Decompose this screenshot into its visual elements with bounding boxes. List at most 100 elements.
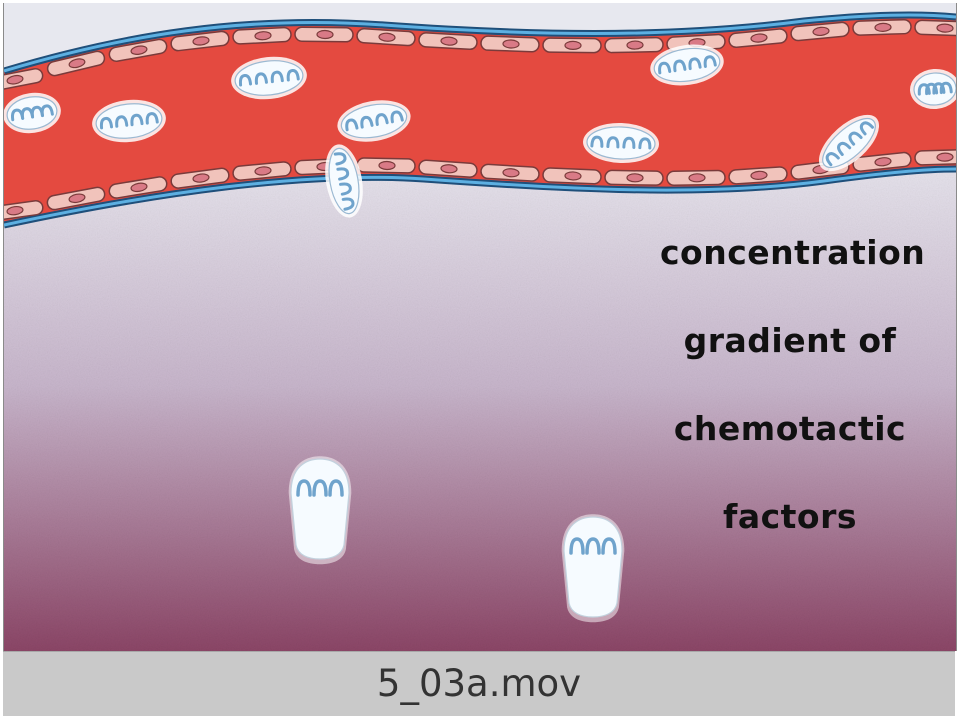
endothelial-bottom-cell	[418, 159, 478, 178]
endothelial-top-cell	[852, 18, 912, 36]
granule-icon	[606, 136, 620, 149]
granule-icon	[328, 479, 344, 497]
chemotaxis-illustration	[4, 3, 956, 651]
granule-icon	[658, 61, 672, 75]
endothelial-bottom-cell	[728, 166, 788, 185]
granule-icon	[932, 82, 946, 95]
endothelial-top-cell	[356, 28, 416, 47]
endothelial-bottom-cell	[604, 169, 664, 186]
endothelial-top-cell	[294, 26, 354, 43]
endothelial-bottom-cell	[542, 167, 602, 185]
nucleus-icon	[68, 193, 86, 204]
vessel-wall-top-inner	[4, 13, 956, 73]
endothelial-top-cell	[914, 19, 956, 37]
leukocyte-migrating	[288, 456, 352, 565]
endothelial-top-cell	[604, 36, 664, 54]
nucleus-icon	[812, 26, 830, 37]
nucleus-icon	[564, 40, 582, 50]
tissue-region	[4, 169, 956, 651]
endothelial-bottom-cell	[480, 163, 540, 182]
endothelial-bottom-cell	[914, 148, 956, 166]
granule-icon	[336, 167, 350, 181]
leukocyte	[4, 92, 61, 134]
nucleus-icon	[874, 22, 892, 32]
leukocyte-diapedesis	[818, 114, 880, 172]
nucleus-icon	[626, 173, 644, 183]
leukocyte-diapedesis	[325, 144, 363, 218]
leukocyte	[583, 122, 659, 164]
nucleus-icon	[688, 173, 706, 183]
endothelial-bottom-cell	[852, 151, 912, 172]
nucleus-icon	[750, 33, 768, 43]
leukocytes-in-tissue	[288, 456, 625, 623]
nucleus-icon	[502, 168, 520, 178]
granule-icon	[312, 479, 328, 497]
granule-icon	[40, 104, 54, 118]
granule-icon	[859, 121, 874, 136]
nucleus-icon	[6, 74, 24, 85]
leukocyte	[231, 56, 307, 100]
granule-icon	[238, 74, 253, 87]
granule-icon	[345, 118, 359, 132]
endothelial-bottom-cell	[108, 176, 168, 199]
endothelial-bottom-cell	[232, 161, 292, 181]
nucleus-icon	[936, 23, 954, 33]
granule-icon	[825, 152, 840, 167]
endothelial-top-cell	[46, 50, 106, 77]
endothelial-bottom-cell	[170, 167, 230, 189]
nucleus-icon	[68, 58, 86, 69]
endothelial-top-cell	[232, 26, 292, 45]
granule-icon	[638, 137, 652, 150]
granule-icon	[270, 70, 284, 84]
endothelial-top-cell	[108, 38, 168, 63]
endothelial-top-cell	[542, 37, 602, 54]
granule-icon	[837, 141, 852, 156]
granule-icon	[339, 182, 352, 196]
nucleus-icon	[130, 182, 148, 193]
nucleus-icon	[564, 171, 582, 181]
granule-icon	[622, 136, 636, 149]
endothelial-bottom-cell	[356, 157, 416, 174]
endothelial-top-cell	[790, 21, 850, 42]
nucleus-icon	[626, 40, 644, 50]
leukocyte	[92, 99, 166, 143]
granule-icon	[341, 197, 355, 211]
granule-icon	[286, 69, 300, 82]
nucleus-icon	[192, 36, 210, 46]
nucleus-icon	[316, 29, 334, 40]
leukocytes-in-vessel	[4, 44, 956, 218]
granule-icon	[703, 55, 717, 68]
granule-icon	[569, 537, 585, 555]
granule-icon	[130, 113, 144, 127]
leukocyte	[337, 100, 411, 142]
vessel-wall-bottom-inner	[4, 167, 956, 227]
endothelial-layer-bottom	[4, 148, 956, 222]
nucleus-icon	[254, 31, 272, 41]
leukocyte	[650, 44, 724, 86]
endothelial-top-cell	[728, 28, 788, 49]
granule-icon	[333, 152, 347, 166]
nucleus-icon	[6, 205, 24, 216]
label-line-2: gradient of	[683, 321, 897, 360]
granule-icon	[115, 115, 129, 128]
endothelial-bottom-cell	[666, 169, 726, 187]
granule-icon	[296, 479, 312, 497]
nucleus-icon	[440, 164, 458, 174]
illustration: concentration gradient of chemotactic fa…	[3, 3, 957, 651]
granule-icon	[145, 112, 159, 125]
granule-icon	[939, 81, 953, 95]
label-line-4: factors	[722, 497, 858, 536]
endothelial-bottom-cell	[46, 186, 106, 211]
nucleus-icon	[440, 36, 458, 46]
nucleus-icon	[750, 170, 768, 180]
nucleus-icon	[378, 32, 396, 42]
endothelial-top-cell	[418, 32, 478, 51]
nucleus-icon	[130, 45, 148, 55]
endothelial-top-cell	[4, 68, 44, 92]
granule-icon	[917, 83, 931, 96]
leukocyte-migrating	[561, 514, 625, 623]
granule-icon	[585, 537, 601, 555]
filename-label: 5_03a.mov	[376, 662, 582, 705]
endothelial-layer-top	[4, 18, 956, 92]
